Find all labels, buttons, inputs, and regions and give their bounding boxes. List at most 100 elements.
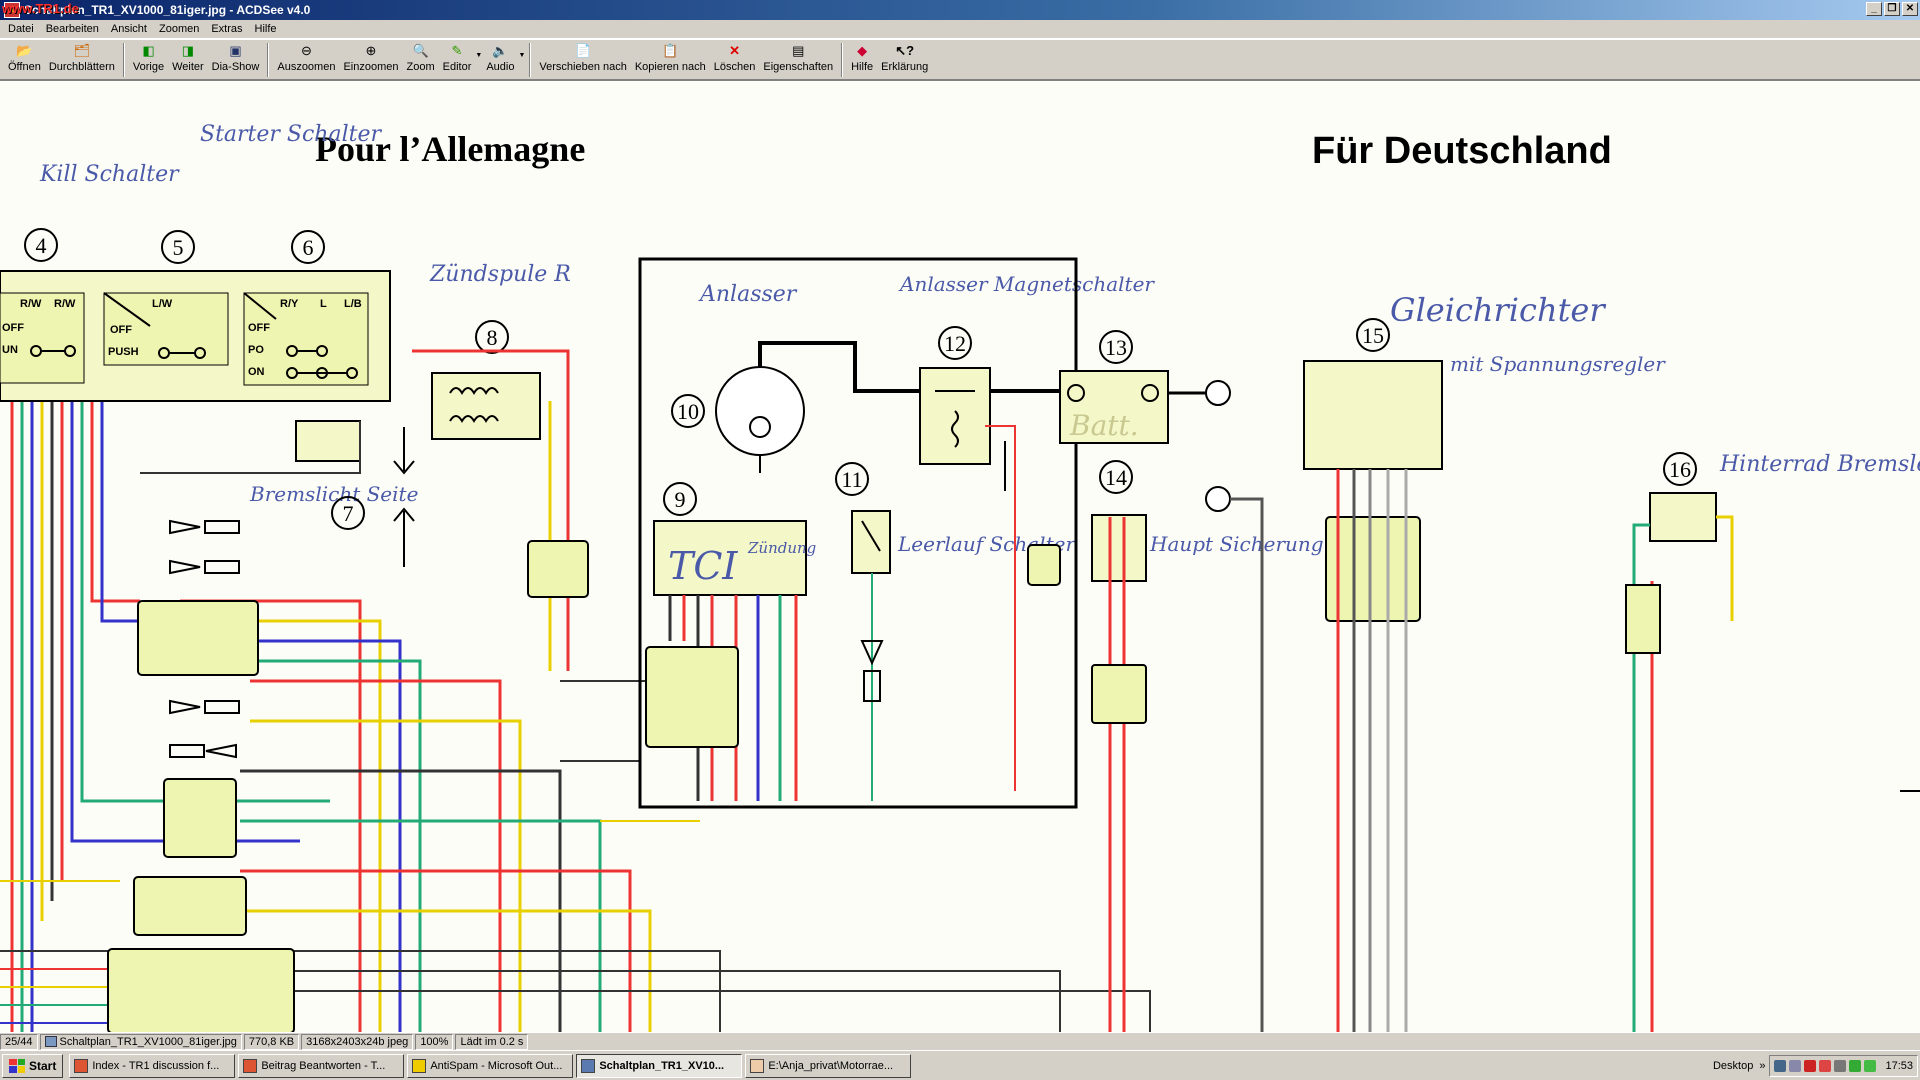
left-wire-bundle [0, 381, 1151, 1032]
toolbar-separator [841, 43, 844, 77]
properties-label: Eigenschaften [763, 61, 834, 73]
watermark: www.TR1.de [2, 1, 79, 16]
delete-button[interactable]: ✕ Löschen [710, 42, 760, 78]
highlight-box [638, 257, 1078, 809]
tci-unit: TCI Zündung [645, 520, 816, 801]
menu-hilfe[interactable]: Hilfe [254, 23, 277, 35]
zoom-button[interactable]: 🔍 Zoom [403, 42, 439, 78]
status-file: Schaltplan_TR1_XV1000_81iger.jpg [39, 1033, 242, 1050]
number-15: 15 [1362, 323, 1384, 348]
properties-button[interactable]: ▤ Eigenschaften [759, 42, 837, 78]
next-button[interactable]: ◨ Weiter [168, 42, 208, 78]
browser-icon [74, 1058, 89, 1073]
monitor-icon[interactable] [1789, 1059, 1802, 1072]
number-13: 13 [1105, 335, 1127, 360]
image-file-icon [44, 1036, 57, 1047]
clock[interactable]: 17:53 [1885, 1059, 1913, 1072]
pencil-icon: ✎ [451, 43, 463, 58]
maximize-button[interactable]: ❐ [1884, 2, 1900, 16]
note-ignition-coil: Zündspule R [429, 262, 571, 287]
menu-ansicht[interactable]: Ansicht [110, 23, 147, 35]
prev-button[interactable]: ◧ Vorige [129, 42, 168, 78]
delete-label: Löschen [713, 61, 756, 73]
window-controls: _ ❐ ✕ [1866, 2, 1918, 16]
zoom-in-button[interactable]: ⊕ Einzoomen [339, 42, 402, 78]
outlook-icon [412, 1058, 427, 1073]
browse-button[interactable]: 🗂 Durchblättern [45, 42, 119, 78]
menu-bearbeiten[interactable]: Bearbeiten [45, 23, 99, 35]
number-8: 8 [487, 325, 498, 350]
start-button[interactable]: Start [2, 1053, 64, 1078]
starter-push-label: PUSH [108, 346, 139, 358]
note-brake-light: Bremslicht Seite [249, 482, 418, 506]
menu-datei[interactable]: Datei [8, 23, 34, 35]
audio-dropdown-icon[interactable]: ▼ [518, 52, 526, 59]
minimize-button[interactable]: _ [1866, 2, 1882, 16]
task-browser-reply[interactable]: Beitrag Beantworten - T... [238, 1053, 405, 1078]
slideshow-icon: ▣ [229, 43, 242, 58]
starter-relay [919, 367, 1060, 791]
magnifier-icon: 🔍 [412, 43, 429, 58]
move-to-label: Verschieben nach [539, 61, 627, 73]
copy-to-button[interactable]: 📋 Kopieren nach [631, 42, 710, 78]
audio-button[interactable]: 🔈 Audio [482, 42, 518, 78]
whats-this-icon: ↖? [895, 43, 915, 58]
kill-run-label: UN [2, 344, 18, 356]
task-label: E:\Anja_privat\Motorrae... [768, 1059, 894, 1072]
battery: Batt. [1059, 370, 1231, 444]
task-outlook[interactable]: AntiSpam - Microsoft Out... [407, 1053, 574, 1078]
task-explorer[interactable]: E:\Anja_privat\Motorrae... [745, 1053, 912, 1078]
number-7: 7 [343, 501, 354, 526]
image-viewer[interactable]: Pour l’Allemagne Für Deutschland Kill Sc… [0, 80, 1920, 1032]
help-button[interactable]: ◆ Hilfe [847, 42, 877, 78]
windows-logo-icon [9, 1058, 25, 1073]
security-icon[interactable] [1819, 1059, 1832, 1072]
status-size: 770,8 KB [243, 1033, 300, 1050]
zoom-out-button[interactable]: ⊖ Auszoomen [273, 42, 339, 78]
relay-plug [1027, 544, 1061, 586]
component-numbers: 4 5 6 7 8 9 10 11 12 13 14 15 16 [24, 228, 1697, 530]
menu-zoomen[interactable]: Zoomen [158, 23, 200, 35]
update-icon[interactable] [1849, 1059, 1862, 1072]
help-book-icon: ◆ [857, 43, 868, 58]
zoom-out-icon: ⊖ [300, 43, 312, 58]
task-browser-index[interactable]: Index - TR1 discussion f... [69, 1053, 236, 1078]
explain-button[interactable]: ↖? Erklärung [877, 42, 932, 78]
status-file-name: Schaltplan_TR1_XV1000_81iger.jpg [59, 1035, 237, 1048]
number-6: 6 [303, 235, 314, 260]
front-brake-switch [295, 420, 361, 462]
browse-label: Durchblättern [48, 61, 115, 73]
ign-lb-label: L/B [344, 298, 362, 310]
brake-wire [140, 421, 361, 474]
note-starter-relay: Anlasser Magnetschalter [898, 272, 1155, 296]
explain-label: Erklärung [881, 61, 929, 73]
note-kill-switch: Kill Schalter [39, 162, 180, 187]
editor-button[interactable]: ✎ Editor [439, 42, 476, 78]
number-9: 9 [675, 487, 686, 512]
status-counter: 25/44 [0, 1033, 38, 1050]
menu-extras[interactable]: Extras [211, 23, 243, 35]
task-acdsee[interactable]: Schaltplan_TR1_XV10... [576, 1053, 743, 1078]
heading-fr: Pour l’Allemagne [315, 129, 585, 169]
ign-po-label: PO [248, 344, 264, 356]
number-12: 12 [944, 331, 966, 356]
toolbar-separator [267, 43, 270, 77]
close-button[interactable]: ✕ [1902, 2, 1918, 16]
number-14: 14 [1105, 465, 1127, 490]
shield-icon[interactable] [1804, 1059, 1817, 1072]
move-to-button[interactable]: 📄 Verschieben nach [535, 42, 630, 78]
network-icon[interactable] [1774, 1059, 1787, 1072]
antivirus-icon[interactable] [1864, 1059, 1877, 1072]
slideshow-button[interactable]: ▣ Dia-Show [208, 42, 264, 78]
open-button[interactable]: 📂 Öffnen [4, 42, 45, 78]
desktop-toolbar-label[interactable]: Desktop [1712, 1059, 1754, 1072]
ign-ry-label: R/Y [280, 298, 299, 310]
volume-icon[interactable] [1834, 1059, 1847, 1072]
kill-off-label: OFF [2, 322, 24, 334]
editor-dropdown-icon[interactable]: ▼ [475, 52, 483, 59]
note-rear-brake-switch: Hinterrad Bremsleuchte Schalter [1719, 452, 1920, 477]
zoom-label: Zoom [406, 61, 435, 73]
acdsee-app-icon[interactable]: A [4, 2, 20, 18]
chevron-right-icon[interactable]: » [1759, 1059, 1766, 1072]
browser-icon [243, 1058, 258, 1073]
